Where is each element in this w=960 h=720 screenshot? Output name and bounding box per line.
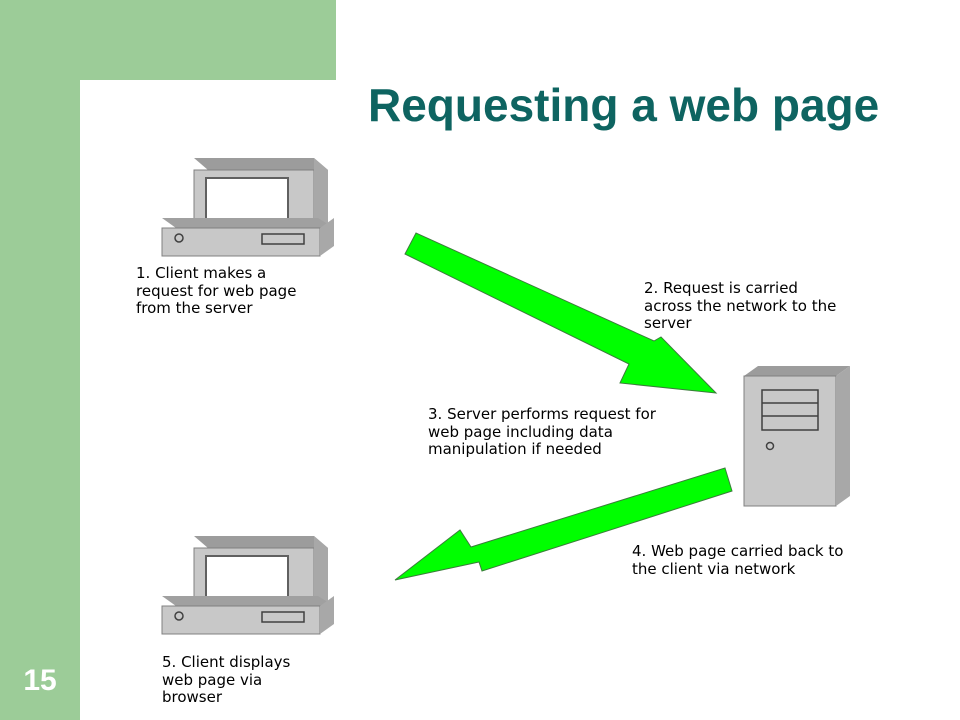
left-accent-band bbox=[0, 0, 80, 720]
base-unit bbox=[161, 218, 334, 257]
monitor bbox=[193, 536, 328, 607]
step-2-caption: 2. Request is carried across the network… bbox=[644, 279, 837, 332]
top-accent-band bbox=[80, 0, 336, 80]
monitor bbox=[193, 158, 328, 229]
desktop-computer-icon bbox=[161, 536, 334, 635]
slide-number: 15 bbox=[23, 664, 57, 697]
slide-title: Requesting a web page bbox=[368, 79, 880, 131]
server-tower-icon bbox=[743, 366, 850, 507]
desktop-computer-icon bbox=[161, 158, 334, 257]
step-5-caption: 5. Client displays web page via browser bbox=[162, 653, 291, 706]
request-arrow bbox=[404, 232, 718, 394]
base-unit bbox=[161, 596, 334, 635]
step-4-caption: 4. Web page carried back to the client v… bbox=[632, 542, 844, 578]
step-3-caption: 3. Server performs request for web page … bbox=[428, 405, 656, 458]
step-1-caption: 1. Client makes a request for web page f… bbox=[136, 264, 297, 317]
response-arrow bbox=[394, 467, 733, 581]
